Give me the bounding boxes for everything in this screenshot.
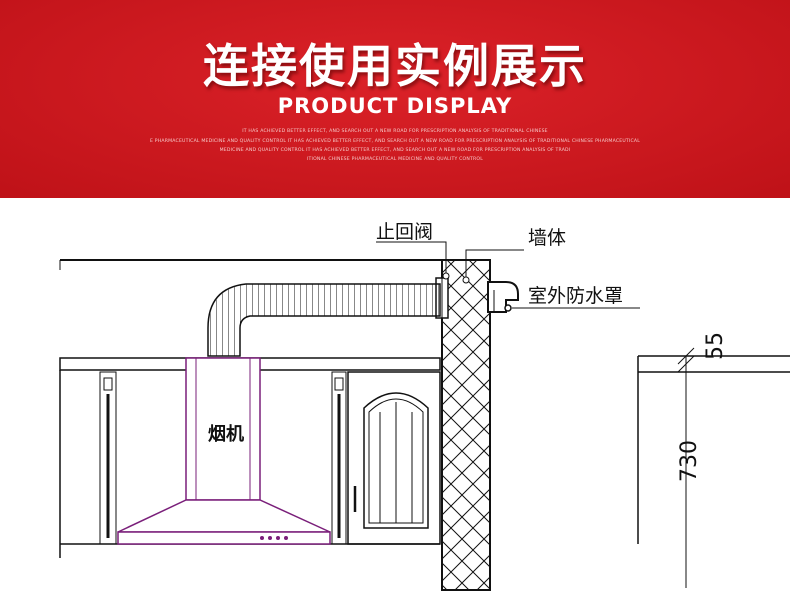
outdoor-cover: [487, 281, 519, 313]
dimension-lines: [677, 347, 695, 588]
fine-print-line: E PHARMACEUTICAL MEDICINE AND QUALITY CO…: [149, 139, 640, 144]
diagram-svg: 止回阀 墙体 室外防水罩 烟机 55 730: [59, 221, 790, 591]
right-cabinet: [637, 355, 790, 544]
fine-print-line: MEDICINE AND QUALITY CONTROL IT HAS ACHI…: [219, 148, 571, 153]
hood-label: 烟机: [208, 423, 244, 445]
outdoor-cover-label: 室外防水罩: [528, 285, 623, 307]
hood-buttons: [260, 536, 288, 540]
installation-diagram: 止回阀 墙体 室外防水罩 烟机 55 730: [0, 198, 790, 600]
dimension-top-label: 55: [703, 332, 728, 360]
check-valve-label: 止回阀: [376, 221, 433, 243]
fine-print-line: IT HAS ACHIEVED BETTER EFFECT, AND SEARC…: [242, 129, 548, 134]
wall-label: 墙体: [528, 227, 566, 249]
flexible-duct: [207, 283, 441, 357]
page-title: 连接使用实例展示: [203, 39, 587, 93]
ceiling: [59, 259, 442, 270]
header-banner: 连接使用实例展示 PRODUCT DISPLAY IT HAS ACHIEVED…: [0, 0, 790, 198]
dimension-height-label: 730: [677, 440, 702, 482]
wall: [441, 259, 491, 591]
fine-print-line: ITIONAL CHINESE PHARMACEUTICAL MEDICINE …: [307, 157, 483, 162]
leader-lines: [376, 241, 640, 309]
page-subtitle: PRODUCT DISPLAY: [277, 94, 513, 118]
range-hood: [117, 357, 331, 545]
